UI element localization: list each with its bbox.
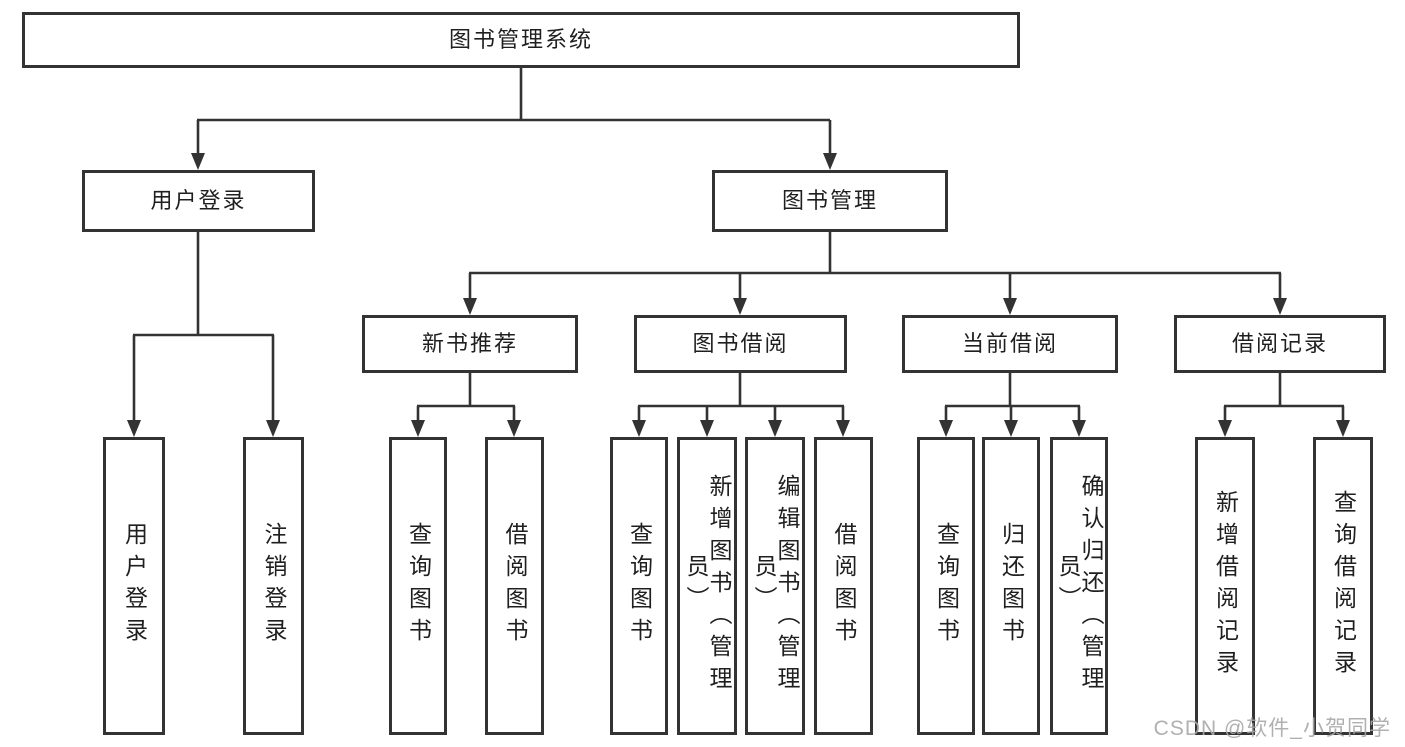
node-current-borrow: 当前借阅 <box>902 315 1118 373</box>
leaf-borrow-books-2: 借阅图书 <box>814 437 873 735</box>
connector-current-borrow-to-children <box>939 373 1086 437</box>
connector-user-login-to-children <box>127 232 280 437</box>
leaf-confirm-return-admin: 确认归还（管理员） <box>1050 437 1108 735</box>
connector-root-to-level2 <box>191 68 837 170</box>
node-new-book-recommend: 新书推荐 <box>362 315 578 373</box>
leaf-query-books-1: 查询图书 <box>389 437 447 735</box>
leaf-return-books: 归还图书 <box>982 437 1040 735</box>
leaf-add-borrow-record: 新增借阅记录 <box>1195 437 1255 735</box>
leaf-query-books-2: 查询图书 <box>610 437 668 735</box>
leaf-user-login: 用户登录 <box>103 437 165 735</box>
node-borrow-records: 借阅记录 <box>1174 315 1386 373</box>
leaf-borrow-books-1: 借阅图书 <box>485 437 544 735</box>
connector-new-book-recommend-to-children <box>411 373 521 437</box>
connector-borrow-records-to-children <box>1218 373 1350 437</box>
connector-book-management-to-level3 <box>463 232 1287 315</box>
node-root: 图书管理系统 <box>22 12 1020 68</box>
leaf-query-books-3: 查询图书 <box>917 437 975 735</box>
leaf-query-borrow-record: 查询借阅记录 <box>1313 437 1373 735</box>
leaf-add-books-admin: 新增图书（管理员） <box>677 437 737 735</box>
leaf-edit-books-admin: 编辑图书（管理员） <box>745 437 805 735</box>
node-book-borrow: 图书借阅 <box>634 315 847 373</box>
watermark: CSDN @软件_小贺同学 <box>1153 717 1391 740</box>
node-user-login: 用户登录 <box>82 170 315 232</box>
connector-book-borrow-to-children <box>632 373 850 437</box>
leaf-logout: 注销登录 <box>243 437 304 735</box>
node-book-management: 图书管理 <box>712 170 948 232</box>
